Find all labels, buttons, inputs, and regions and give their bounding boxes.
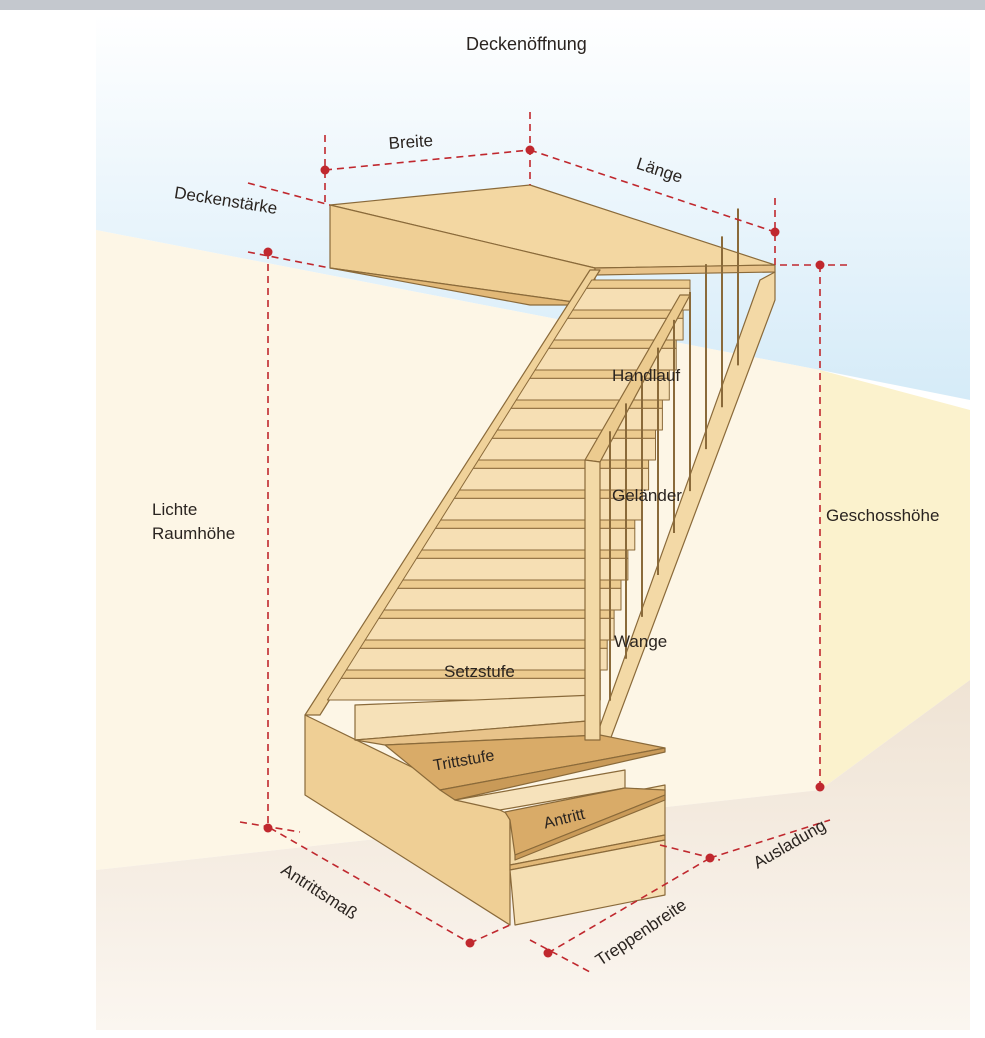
riser <box>421 527 636 551</box>
dimension-dot <box>263 247 273 257</box>
dimension-dot <box>815 782 825 792</box>
riser <box>345 647 608 671</box>
label-wange: Wange <box>614 632 668 651</box>
riser <box>496 407 663 431</box>
ceiling-slab <box>329 184 776 306</box>
tread <box>510 399 663 409</box>
winder-steps <box>304 694 666 926</box>
dimension-dot <box>465 938 475 948</box>
dimension-dot <box>770 227 780 237</box>
riser <box>477 437 656 461</box>
balusters <box>609 208 739 701</box>
tread <box>378 609 615 619</box>
dimension-line <box>247 251 331 269</box>
railing <box>584 294 691 741</box>
riser <box>364 617 615 641</box>
riser <box>553 317 684 341</box>
dimension-dot <box>543 948 553 958</box>
riser <box>572 287 691 311</box>
top-bar <box>0 0 985 10</box>
tread <box>491 429 656 439</box>
tread <box>472 459 650 469</box>
label-setzstufe: Setzstufe <box>444 662 515 681</box>
dimension-line <box>547 857 711 954</box>
tread <box>359 639 608 649</box>
label-lichte: Lichte <box>152 500 198 519</box>
label-gelaender: Geländer <box>612 486 682 505</box>
riser <box>402 557 629 581</box>
label-raumhoehe: Raumhöhe <box>152 524 236 543</box>
label-handlauf: Handlauf <box>612 366 681 385</box>
tread <box>567 309 684 319</box>
tread <box>585 279 691 289</box>
dimension-dots <box>263 145 825 958</box>
dimension-dot <box>525 145 535 155</box>
label-geschosshoehe: Geschosshöhe <box>826 506 940 525</box>
dimension-dot <box>263 823 273 833</box>
label-breite: Breite <box>388 130 434 153</box>
dimension-dot <box>815 260 825 270</box>
riser <box>383 587 622 611</box>
dimension-dot <box>705 853 715 863</box>
newel-post <box>584 459 601 741</box>
dimension-line <box>324 149 531 171</box>
stringer-left <box>304 269 601 716</box>
right-wall <box>820 370 970 790</box>
dimension-line <box>709 819 831 859</box>
tread <box>434 519 636 529</box>
dimension-dot <box>320 165 330 175</box>
label-deckenoeffnung: Deckenöffnung <box>466 34 587 54</box>
dimension-line <box>247 182 331 206</box>
dimension-line <box>469 924 511 944</box>
dimension-line <box>269 827 471 944</box>
